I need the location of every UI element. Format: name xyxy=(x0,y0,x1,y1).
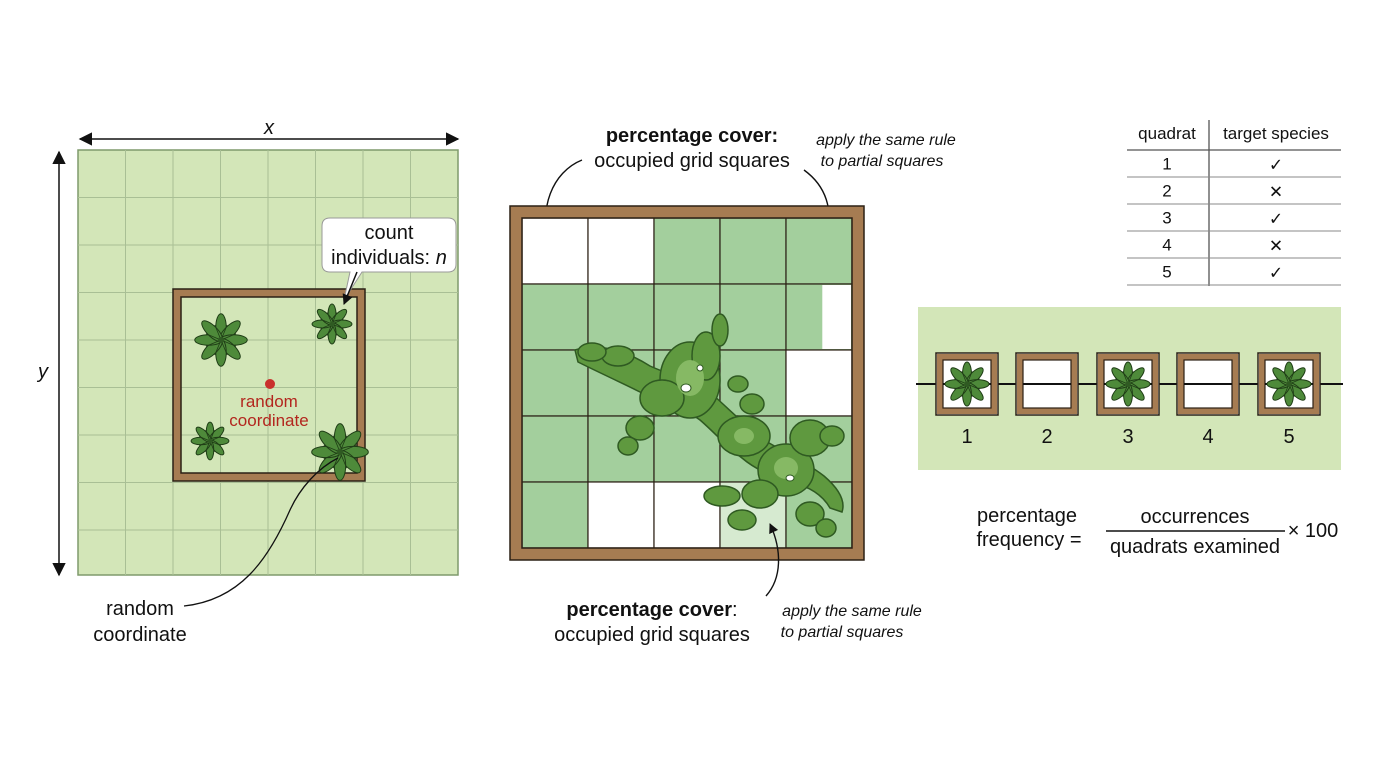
table-cell-quadrat: 5 xyxy=(1162,263,1171,282)
panel-random-sampling: x y random coordinate count individuals:… xyxy=(36,117,460,646)
frequency-table: quadrat target species 1 ✓ 2 ✕ 3 ✓ 4 ✕ 5 ✓ xyxy=(1127,120,1341,286)
quadrat-frame-inner-edge xyxy=(180,296,358,474)
transect-quadrat: 1 xyxy=(935,352,999,448)
bottom-note-arrow xyxy=(765,523,780,597)
cover-cell-full xyxy=(521,283,589,351)
transect-quadrat-label: 5 xyxy=(1283,426,1294,448)
check-icon: ✓ xyxy=(1269,264,1283,283)
cover-cell-full xyxy=(653,217,721,285)
table-cell-quadrat: 2 xyxy=(1162,182,1171,201)
cross-icon: ✕ xyxy=(1269,183,1283,202)
point-label-line1: random xyxy=(240,392,298,411)
callout-line2: individuals: n xyxy=(331,247,447,269)
cover-cell-uncovered-part xyxy=(822,285,851,349)
bottom-note-line1: apply the same rule xyxy=(782,603,922,620)
check-icon: ✓ xyxy=(1269,210,1283,229)
cover-frame-outer-edge xyxy=(509,205,865,561)
formula-lhs-line2: frequency = xyxy=(976,529,1081,551)
callout-arrow xyxy=(342,271,358,305)
panel-percentage-cover: percentage cover: occupied grid squares … xyxy=(509,125,956,646)
cover-cell-empty xyxy=(785,349,853,417)
callout-line1: count xyxy=(365,222,414,244)
bottom-label-leader xyxy=(183,457,339,607)
bottom-label-line2: coordinate xyxy=(93,624,186,646)
top-heading-rest: occupied grid squares xyxy=(594,150,790,172)
plant-icon xyxy=(1105,361,1151,407)
plant-icon xyxy=(311,423,369,481)
plant-icon xyxy=(190,421,230,461)
cover-cell-empty xyxy=(521,217,589,285)
transect-panel: 1 2 3 4 5 xyxy=(916,307,1343,470)
transect-quadrats: 1 2 3 4 5 xyxy=(935,352,1321,448)
transect-quadrat: 5 xyxy=(1257,352,1321,448)
random-point-icon xyxy=(265,379,275,389)
table-cell-quadrat: 4 xyxy=(1162,236,1171,255)
point-label-line2: coordinate xyxy=(229,411,308,430)
plant-icon xyxy=(944,361,990,407)
cover-cell-empty xyxy=(587,481,655,549)
bottom-note-line2: to partial squares xyxy=(781,624,904,641)
table-header-target-species: target species xyxy=(1223,124,1329,143)
transect-quadrat-label: 1 xyxy=(961,426,972,448)
moss-holes xyxy=(680,364,795,482)
transect-quadrat-label: 2 xyxy=(1041,426,1052,448)
table-cell-quadrat: 1 xyxy=(1162,155,1171,174)
plant-icon xyxy=(311,303,353,345)
cover-frame xyxy=(510,206,864,560)
cover-cell-full xyxy=(521,415,589,483)
top-heading-bold: percentage cover: xyxy=(606,125,778,147)
check-icon: ✓ xyxy=(1269,156,1283,175)
cover-cell-full xyxy=(785,217,853,285)
cover-cell-full xyxy=(521,481,589,549)
transect-quadrat-label: 3 xyxy=(1122,426,1133,448)
table-cell-quadrat: 3 xyxy=(1162,209,1171,228)
transect-quadrat: 3 xyxy=(1096,352,1160,448)
bottom-label-line1: random xyxy=(106,598,174,620)
quadrat-frame-outer-edge xyxy=(172,288,366,482)
x-axis-label: x xyxy=(263,117,275,139)
quadrat-frame xyxy=(173,289,365,481)
transect-quadrat: 2 xyxy=(1015,352,1079,448)
top-note-line2: to partial squares xyxy=(821,153,944,170)
formula-multiplier: × 100 xyxy=(1288,520,1339,542)
bottom-heading-rest: occupied grid squares xyxy=(554,624,750,646)
transect-quadrat-label: 4 xyxy=(1202,426,1213,448)
bottom-heading: percentage cover: xyxy=(566,599,737,621)
cover-frame-inner-edge xyxy=(521,217,853,549)
plant-icon xyxy=(194,313,248,367)
formula-lhs-line1: percentage xyxy=(977,505,1077,527)
percentage-frequency-formula: percentage frequency = occurrences quadr… xyxy=(976,505,1338,558)
top-note-line1: apply the same rule xyxy=(816,132,956,149)
cover-cell-full xyxy=(719,283,787,351)
y-axis-label: y xyxy=(36,361,49,383)
transect-quadrat: 4 xyxy=(1176,352,1240,448)
cover-cell-full xyxy=(719,217,787,285)
count-callout: count individuals: n xyxy=(321,217,457,301)
plant-icon xyxy=(1266,361,1312,407)
cross-icon: ✕ xyxy=(1269,237,1283,256)
cover-cell-full xyxy=(587,283,655,351)
formula-denominator: quadrats examined xyxy=(1110,536,1280,558)
table-header-quadrat: quadrat xyxy=(1138,124,1196,143)
table-rows: 1 ✓ 2 ✕ 3 ✓ 4 ✕ 5 ✓ xyxy=(1127,155,1341,286)
cover-cell-empty xyxy=(587,217,655,285)
formula-numerator: occurrences xyxy=(1141,506,1250,528)
